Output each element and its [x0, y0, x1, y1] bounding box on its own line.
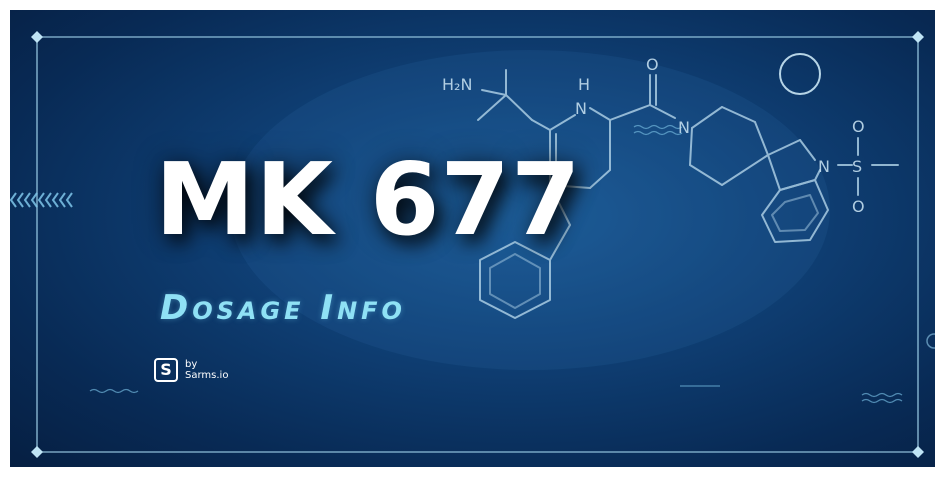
banner-image: H₂N H N O N N S O O MK 677 Dosage Info S… — [10, 10, 935, 467]
decorative-frame — [10, 31, 935, 458]
molecule-structure-drawing: H₂N H N O N N S O O — [442, 53, 899, 319]
molecule-label-h2n: H₂N — [442, 75, 472, 94]
molecule-label-n1: N — [575, 99, 587, 118]
molecule-label-o3: O — [852, 197, 865, 216]
molecule-label-o1: O — [646, 55, 659, 74]
molecule-label-h: H — [578, 75, 590, 94]
edge-circle-icon — [926, 333, 935, 349]
ring-circle-icon — [779, 53, 821, 95]
brand-text: by Sarms.io — [185, 359, 228, 381]
molecule-label-o2: O — [852, 117, 865, 136]
chevrons-left-icon — [10, 192, 73, 208]
molecule-label-n2: N — [678, 118, 690, 137]
molecule-label-s: S — [852, 157, 862, 176]
brand-name: Sarms.io — [185, 370, 229, 381]
wave-accents — [89, 124, 903, 404]
brand-by-label: by — [185, 359, 198, 370]
page-subtitle: Dosage Info — [160, 288, 406, 328]
frame-corner-markers — [31, 31, 924, 458]
brand-logo: S by Sarms.io — [154, 358, 228, 382]
molecule-label-n3: N — [818, 157, 830, 176]
brand-s-icon: S — [154, 358, 178, 382]
page-title: MK 677 — [155, 141, 582, 258]
